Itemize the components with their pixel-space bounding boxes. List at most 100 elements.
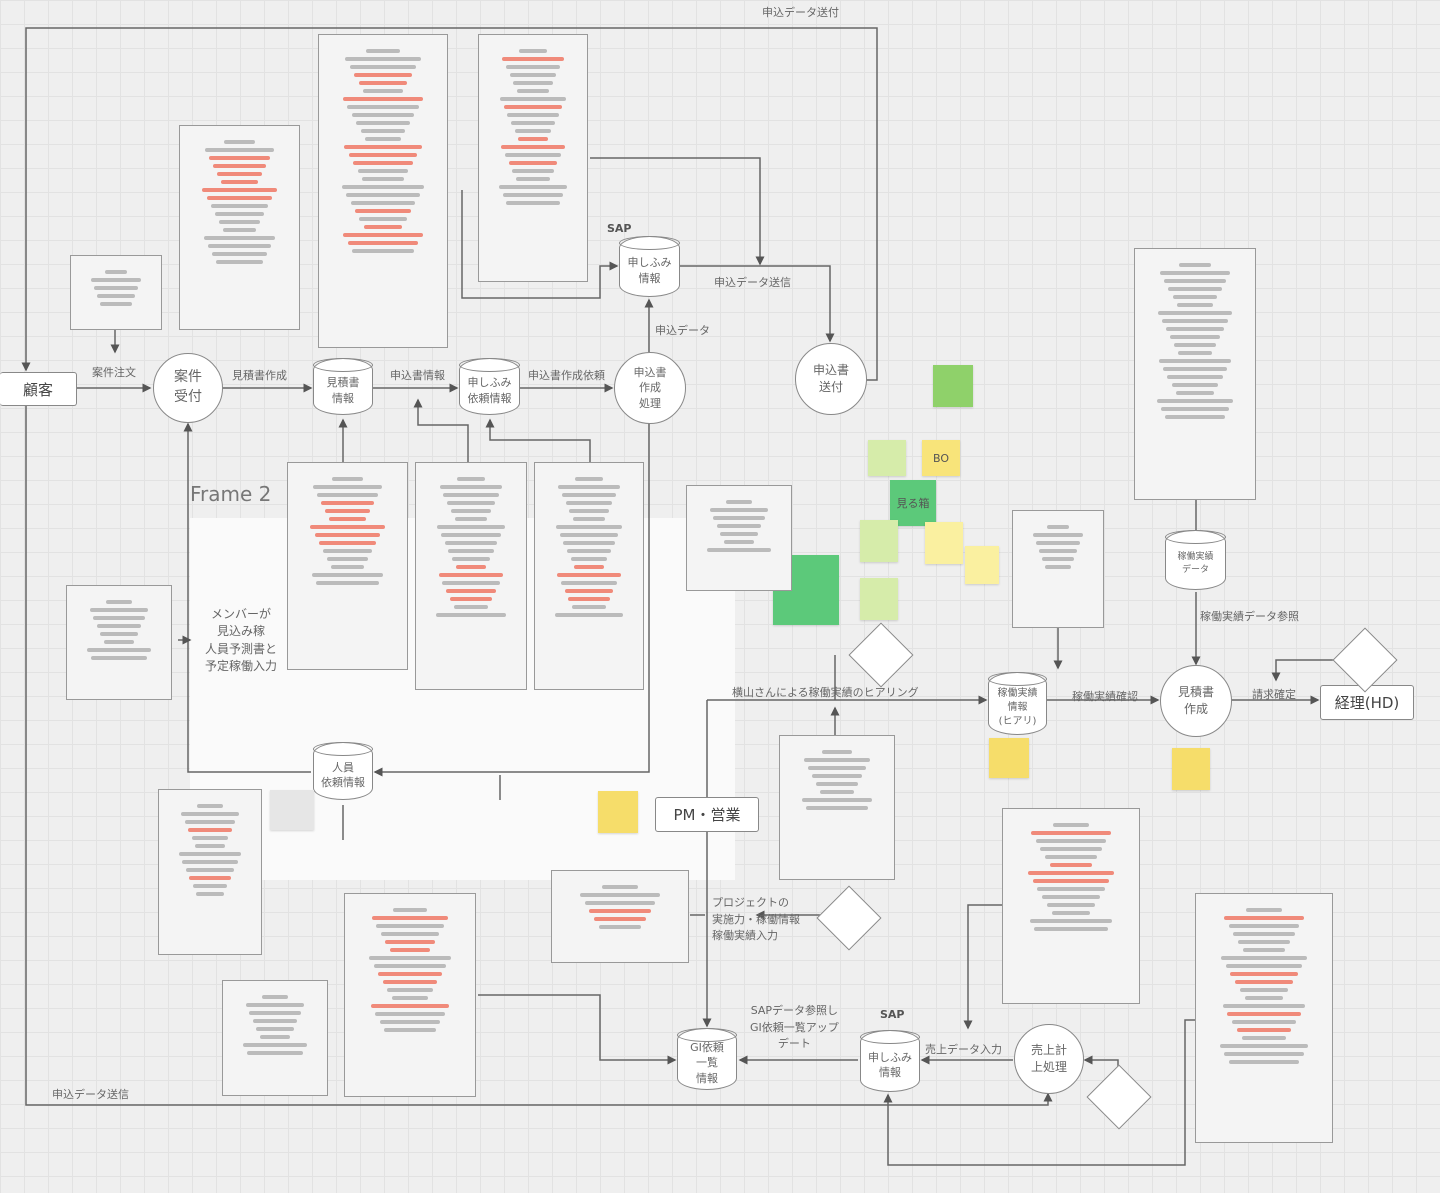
attribute-line [568, 597, 610, 601]
datastore-work-record-info[interactable]: 稼働実績 情報 (ヒアリ) [988, 672, 1047, 735]
attribute-line [707, 548, 771, 552]
data-attribute-box[interactable] [1002, 808, 1140, 1004]
attribute-line [379, 1020, 441, 1024]
attribute-line [252, 1019, 298, 1023]
attribute-line [357, 169, 409, 173]
attribute-line [311, 573, 384, 577]
sticky-note-yellow[interactable] [925, 522, 963, 564]
datastore-sap-application-top[interactable]: 申しふみ 情報 [619, 236, 680, 297]
data-attribute-box[interactable] [1195, 893, 1333, 1143]
process-member-input[interactable]: メンバーが 見込み稼 人員予測書と 予定稼働入力 [204, 607, 277, 674]
process-application-create[interactable]: 申込書 作成 処理 [614, 352, 686, 424]
data-attribute-box[interactable] [158, 789, 262, 955]
attribute-line [455, 565, 487, 569]
attribute-line [437, 525, 505, 529]
datastore-application-request-info[interactable]: 申しふみ 依頼情報 [459, 358, 520, 415]
attribute-line [332, 477, 363, 481]
attribute-line [594, 917, 646, 921]
datastore-sap-application-bottom[interactable]: 申しふみ 情報 [860, 1030, 920, 1092]
attribute-line [382, 980, 438, 984]
data-attribute-box[interactable] [415, 462, 527, 690]
edge-label-application-data: 申込データ [655, 324, 710, 337]
attribute-line [1235, 980, 1293, 984]
attribute-line [343, 233, 423, 237]
edge-label-application-request: 申込書作成依頼 [528, 369, 605, 382]
attribute-line [321, 501, 374, 505]
entity-accounting-hd[interactable]: 経理(HD) [1320, 685, 1414, 720]
sticky-note-yellow[interactable] [598, 791, 638, 833]
data-attribute-box[interactable] [287, 462, 408, 670]
attribute-line [1171, 383, 1219, 387]
data-attribute-box[interactable] [344, 893, 476, 1097]
process-order-intake[interactable]: 案件 受付 [153, 353, 223, 423]
sticky-note-see[interactable]: 見る箱 [890, 480, 936, 526]
attribute-line [1042, 895, 1100, 899]
sticky-note-light-green[interactable] [860, 578, 898, 620]
attribute-line [342, 97, 424, 101]
data-attribute-box[interactable] [551, 870, 689, 963]
sticky-note-light-green[interactable] [860, 520, 898, 562]
data-attribute-box[interactable] [70, 255, 162, 330]
data-attribute-box[interactable] [686, 485, 792, 591]
attribute-line [355, 209, 411, 213]
sticky-note-bo[interactable]: BO [922, 440, 960, 476]
attribute-line [194, 844, 226, 848]
sticky-note-gray[interactable] [270, 790, 314, 830]
attribute-line [208, 244, 271, 248]
attribute-line [103, 640, 135, 644]
attribute-line [436, 613, 506, 617]
attribute-line [819, 790, 855, 794]
customer-entity[interactable]: 顧客 [0, 372, 77, 406]
attribute-line [1164, 279, 1226, 283]
attribute-line [1156, 399, 1234, 403]
attribute-line [87, 648, 151, 652]
attribute-line [449, 597, 493, 601]
attribute-line [1172, 295, 1218, 299]
data-attribute-box[interactable] [222, 980, 328, 1096]
attribute-line [1233, 932, 1295, 936]
attribute-line [1029, 919, 1113, 923]
datastore-work-record-data[interactable]: 稼働実績 データ [1165, 530, 1226, 590]
process-invoice-create[interactable]: 見積書 作成 [1160, 665, 1232, 737]
attribute-line [1039, 549, 1077, 553]
attribute-line [570, 557, 608, 561]
data-attribute-box[interactable] [534, 462, 644, 690]
attribute-line [1164, 415, 1226, 419]
sticky-note-green[interactable] [933, 365, 973, 407]
sticky-note-light-green[interactable] [868, 440, 906, 476]
attribute-line [331, 565, 364, 569]
data-attribute-box[interactable] [1134, 248, 1256, 500]
attribute-line [510, 121, 556, 125]
attribute-line [501, 145, 565, 149]
data-attribute-box[interactable] [478, 34, 588, 282]
sticky-note-yellow[interactable] [1172, 748, 1210, 790]
process-sales-posting[interactable]: 売上計 上処理 [1014, 1024, 1084, 1094]
attribute-line [391, 996, 429, 1000]
sticky-note-yellow[interactable] [965, 546, 999, 584]
sticky-note-yellow[interactable] [989, 738, 1029, 778]
attribute-line [97, 294, 135, 298]
attribute-line [326, 557, 369, 561]
attribute-line [453, 605, 489, 609]
attribute-line [1037, 887, 1105, 891]
attribute-line [602, 885, 638, 889]
datastore-staff-request-info[interactable]: 人員 依頼情報 [313, 742, 373, 800]
data-attribute-box[interactable] [318, 34, 448, 348]
entity-pm-sales[interactable]: PM・営業 [655, 797, 759, 832]
datastore-gi-request-list[interactable]: GI依頼 一覧 情報 [677, 1028, 737, 1090]
attribute-line [341, 185, 425, 189]
data-attribute-box[interactable] [179, 125, 300, 330]
edge-label-project-input: プロジェクトの 実施力・稼働情報 稼働実績入力 [712, 896, 800, 942]
data-attribute-box[interactable] [1012, 510, 1104, 628]
edge-label-hearing: 横山さんによる稼働実績のヒアリング [732, 686, 919, 699]
datastore-estimate-info[interactable]: 見積書 情報 [313, 358, 373, 415]
process-application-send[interactable]: 申込書 送付 [795, 343, 867, 415]
attribute-line [1163, 367, 1227, 371]
attribute-line [1224, 1052, 1304, 1056]
attribute-line [217, 172, 262, 176]
attribute-line [720, 532, 758, 536]
data-attribute-box[interactable] [779, 735, 895, 880]
attribute-line [349, 65, 417, 69]
data-attribute-box[interactable] [66, 585, 172, 700]
attribute-line [316, 581, 379, 585]
